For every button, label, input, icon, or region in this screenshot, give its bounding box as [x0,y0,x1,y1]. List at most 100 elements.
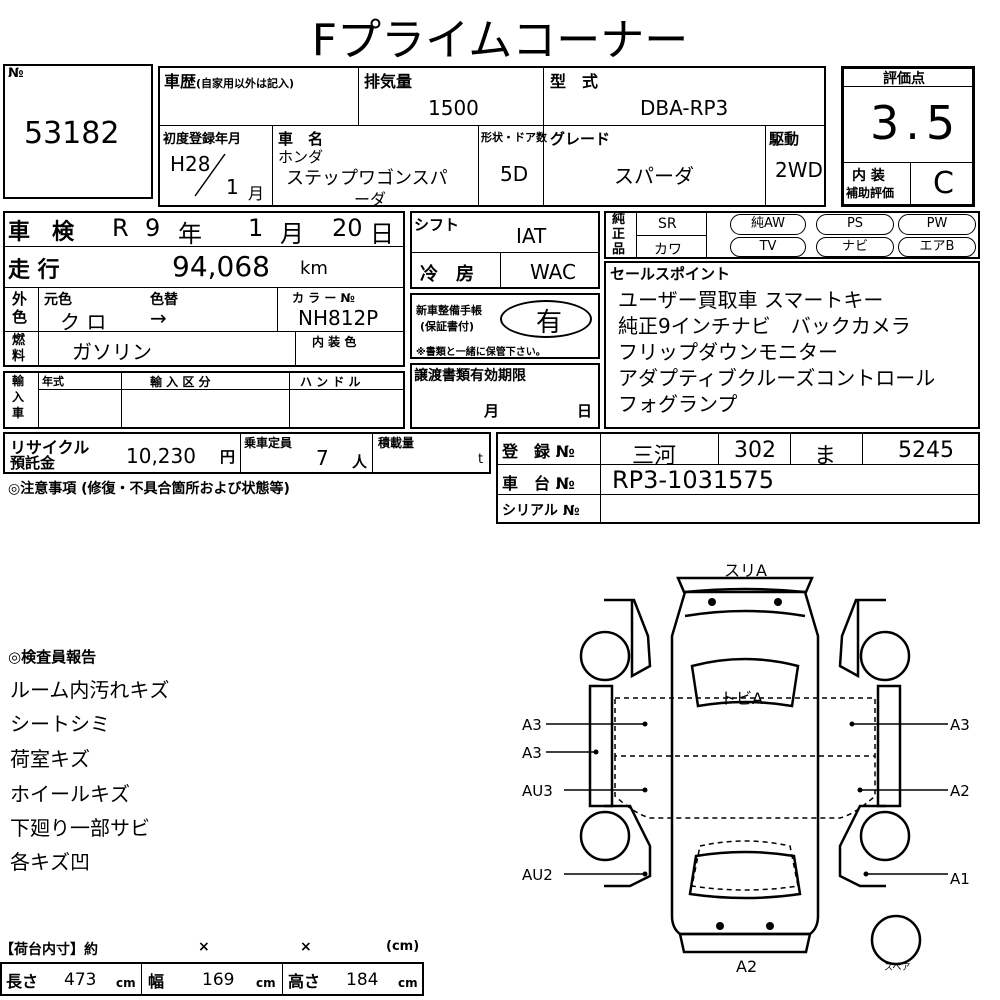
fuel-side-label: 燃料 [12,333,26,364]
interior-color-label: 内 装 色 [312,335,357,349]
shift-value: IAT [516,224,547,248]
genuine-box [604,211,980,259]
cargo-cm: cm [256,976,276,990]
manual-note: ※書類と一緒に保管下さい。 [416,347,546,358]
color-no-label: カ ラ ー № [292,291,355,305]
chassis-label: 車 台 № [502,474,575,493]
diagram-right-label: A2 [950,782,970,800]
score-value: 3.5 [870,96,962,150]
inspection-year: 9 [145,214,161,242]
diagram-left-label: A3 [522,716,542,734]
import-grid [3,371,405,429]
cargo-cm: cm [398,976,418,990]
page-title: Fプライムコーナー [311,15,689,66]
grade-label: グレード [550,130,611,148]
diagram-left-label: AU3 [522,782,553,800]
cargo-label: 【荷台内寸】約 [0,942,98,958]
inspector-line: 下廻り一部サビ [10,816,150,840]
cargo-grid [0,962,424,996]
inspection-month-unit: 月 [280,220,304,248]
inspection-month: 1 [248,214,264,242]
exterior-orig-label: 元色 [44,292,72,308]
import-year-label: 年式 [42,375,64,388]
transfer-box [410,363,600,429]
first-reg-era: H28 [170,152,211,176]
diagram-spare-label: スペア [884,963,910,973]
displacement-value: 1500 [428,96,479,120]
manual-box [410,293,600,359]
mileage-unit: km [300,258,328,279]
transfer-day-unit: 日 [577,402,593,420]
genuine-item-aw: 純AW [730,214,806,235]
manual-label-2: (保証書付) [420,320,475,333]
exterior-side-label: 外色 [12,290,28,326]
caution-label: ◎注意事項 (修復・不具合箇所および状態等) [8,481,290,497]
fuel-value: ガソリン [72,340,152,364]
cargo-length-label: 長さ [6,972,39,991]
inspector-line: ルーム内汚れキズ [10,678,170,702]
inspector-line: 荷室キズ [10,747,90,771]
ac-value: WAC [530,260,576,284]
mileage-label: 走 行 [8,258,60,283]
load-label: 積載量 [378,436,415,450]
inspection-day-unit: 日 [370,220,394,248]
cargo-height-label: 高さ [288,972,321,991]
top-info-grid [158,66,826,207]
inspection-era: R [112,214,129,242]
manual-value: 有 [536,308,563,338]
drive-value: 2WD [775,158,823,182]
inspection-day: 20 [332,214,363,242]
exterior-orig-value: ク ロ [60,310,107,334]
score-box [841,66,975,207]
sales-point-line: ユーザー買取車 スマートキー [618,288,884,312]
doors-value: 5D [500,162,529,186]
transfer-label: 譲渡書類有効期限 [414,368,526,384]
shift-label: シフト [414,216,460,234]
recycle-unit: 円 [220,448,236,466]
sales-point-line: アダプティブクルーズコントロール [618,366,936,390]
interior-label-2: 補助評価 [846,186,895,200]
capacity-value: 7 [316,446,329,470]
lot-number: 53182 [24,116,120,151]
grade-value: スパーダ [614,164,694,188]
registration-region: 三河 [632,444,677,469]
lot-box [3,64,153,199]
sales-point-line: フォグランプ [618,392,738,416]
diagram-hood-label: トビA [720,689,763,708]
cargo-width: 169 [202,970,235,990]
diagram-right-label: A1 [950,870,970,888]
shift-ac-grid [410,211,600,289]
inspector-line: ホイールキズ [10,782,130,806]
genuine-item-navi: ナビ [816,237,894,257]
spec-left-grid [3,211,405,367]
cargo-height: 184 [346,970,379,990]
inspection-year-unit: 年 [178,220,202,248]
manual-value-oval [500,300,592,338]
first-reg-month-unit: 月 [248,184,265,203]
import-side-label: 輸入車 [12,374,25,420]
inspector-line: 各キズ凹 [10,850,90,874]
transfer-month-unit: 月 [484,402,500,420]
manual-label-1: 新車整備手帳 [416,304,482,317]
genuine-item-pw: PW [898,214,976,235]
exterior-change-value: → [150,306,167,330]
cargo-unit: (cm) [386,939,420,954]
doors-label: 形状・ドア数 [481,131,547,144]
cargo-x1: × [198,939,210,955]
car-name-label: 車 名 [278,130,324,148]
diagram-front-label: スリA [724,561,767,580]
recycle-label-2: 預託金 [10,454,56,472]
sales-point-label: セールスポイント [610,265,731,283]
sales-point-line: 純正9インチナビ バックカメラ [618,314,911,338]
registration-kana: ま [814,444,837,469]
import-handle-label: ハ ン ド ル [300,375,361,389]
recycle-grid [3,432,491,474]
genuine-kawa: カワ [654,242,682,258]
diagram-right-label: A3 [950,716,970,734]
load-unit: t [478,452,484,467]
inspector-line: シートシミ [10,712,110,736]
mileage-value: 94,068 [172,250,270,283]
registration-grid [496,432,980,524]
car-name-1: ステップワゴンスパ [286,168,448,189]
car-damage-diagram: スリA トビA A2 スペア A3 A3 AU3 AU2 A3 A2 A1 [522,561,970,976]
